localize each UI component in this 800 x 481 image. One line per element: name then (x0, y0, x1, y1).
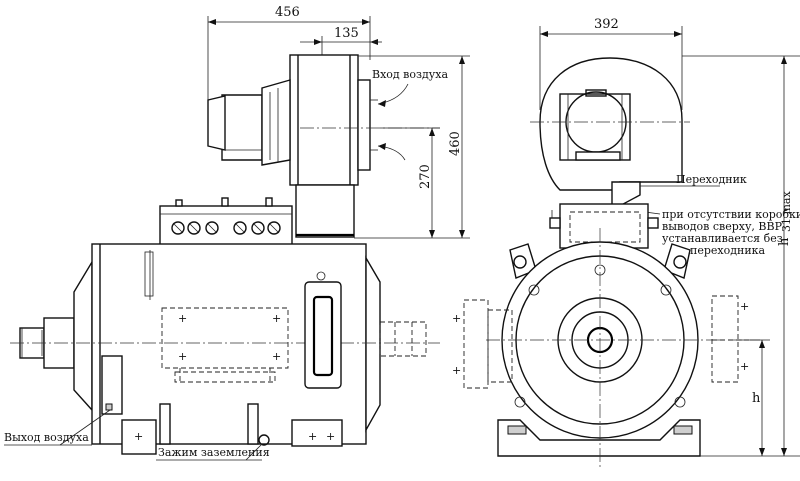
note-line-2: выводов сверху, ВВР (662, 220, 783, 233)
svg-text:+: + (272, 350, 281, 363)
note-line-3: устанавливается без (662, 232, 783, 245)
svg-text:+: + (326, 430, 335, 443)
dimension-460: 460 (358, 55, 470, 238)
motor-body-side: + + + + + + + (10, 243, 440, 455)
svg-text:+: + (740, 360, 749, 373)
air-inlet-label: Вход воздуха (372, 68, 448, 81)
dimension-135-text: 135 (334, 26, 359, 41)
svg-text:+: + (178, 350, 187, 363)
dimension-456-text: 456 (275, 5, 300, 20)
svg-text:+: + (178, 312, 187, 325)
blower-side (207, 54, 440, 238)
adapter-note: при отсутствии коробки выводов сверху, В… (629, 208, 800, 257)
ground-clamp-label: Зажим заземления (158, 446, 270, 459)
dimension-135: 135 (300, 26, 382, 56)
dimension-h: h (700, 339, 800, 457)
dimension-270: 270 (354, 127, 470, 239)
air-outlet-label: Выход воздуха (4, 431, 89, 444)
svg-text:+: + (272, 312, 281, 325)
adapter-front: Переходник (611, 173, 747, 212)
air-inlet-callout: Вход воздуха (372, 68, 448, 161)
blower-front (530, 57, 690, 191)
ground-clamp-callout: Зажим заземления (156, 443, 270, 461)
dimension-456: 456 (207, 5, 371, 110)
dimension-h31max-sub: 31 max (780, 191, 793, 232)
note-line-1: при отсутствии коробки (662, 208, 800, 221)
air-outlet-callout: Выход воздуха (4, 409, 111, 446)
svg-text:+: + (452, 312, 461, 325)
dimension-460-text: 460 (448, 131, 463, 156)
adapter-label: Переходник (676, 173, 747, 186)
svg-text:+: + (134, 430, 143, 443)
motor-front: + + + + (452, 203, 760, 470)
dimension-270-text: 270 (418, 164, 433, 189)
dimension-392-text: 392 (594, 17, 619, 32)
svg-text:+: + (740, 300, 749, 313)
note-line-4: переходника (690, 244, 766, 257)
svg-text:+: + (308, 430, 317, 443)
dimension-h31max-text: h (777, 237, 792, 246)
svg-text:+: + (452, 364, 461, 377)
dimension-h-text: h (752, 391, 761, 406)
dimension-h31max: h 31 max (682, 55, 800, 456)
dimension-392: 392 (539, 17, 683, 110)
